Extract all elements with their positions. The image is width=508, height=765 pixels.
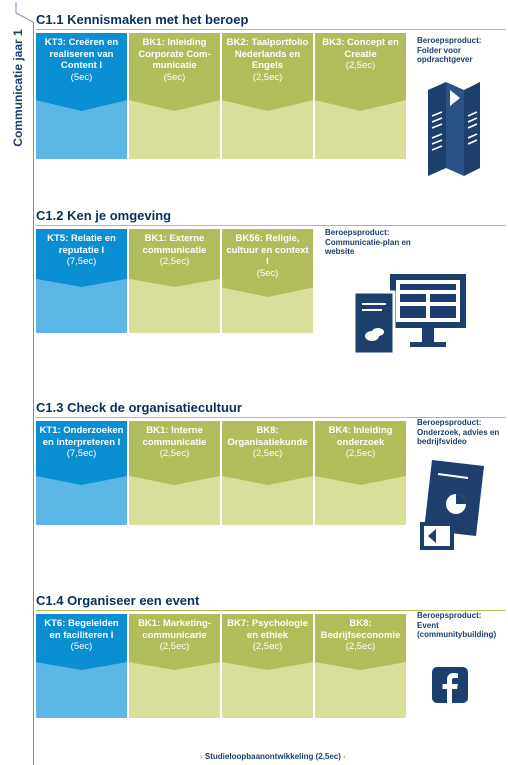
section-c1-4: C1.4 Organiseer een event KT6: Begeleide… (36, 593, 506, 718)
side-divider (33, 22, 34, 765)
side-label: Communicatie jaar 1 (11, 29, 25, 147)
section-title: C1.2 Ken je omgeving (36, 208, 172, 223)
course-column: KT5: Relatie en reputatie I(7,5ec) (36, 229, 127, 333)
course-column: KT3: Creëren en realiseren van Content I… (36, 33, 127, 159)
course-column: BK1: Externe communicatie(2,5ec) (129, 229, 220, 333)
course-label: BK7: Psychologie en ethiek(2,5ec) (227, 618, 308, 652)
section-rule (36, 610, 506, 611)
side-tab: Communicatie jaar 1 (0, 0, 34, 765)
footer-banner: › Studieloopbaanontwikkeling (2,5ec) ‹ (200, 752, 346, 761)
course-columns: KT1: Onderzoeken en interpreteren I(7,5e… (36, 421, 406, 525)
course-columns: KT3: Creëren en realiseren van Content I… (36, 33, 406, 159)
report-video-icon (420, 460, 484, 550)
course-label: BK1: Interne communicatie(2,5ec) (142, 425, 207, 459)
course-label: BK2: Taalportfolio Nederlands en Engels(… (226, 37, 309, 83)
facebook-icon (432, 667, 468, 703)
course-label: BK1: Inleiding Corporate Com-municatie(5… (138, 37, 211, 83)
course-label: KT6: Begeleiden en faciliteren I(5ec) (44, 618, 119, 652)
chevron-right-icon: › (200, 752, 203, 761)
footer-label: Studieloopbaanontwikkeling (2,5ec) (204, 752, 341, 761)
section-title: C1.4 Organiseer een event (36, 593, 200, 608)
product-text: Beroepsproduct: Onderzoek, advies en bed… (417, 418, 500, 446)
course-column: BK1: Marketing-communicarie(2,5ec) (129, 614, 220, 718)
course-column: BK7: Psychologie en ethiek(2,5ec) (222, 614, 313, 718)
course-columns: KT5: Relatie en reputatie I(7,5ec) BK1: … (36, 229, 313, 333)
course-label: BK8: Bedrijfseconomie(2,5ec) (320, 618, 401, 652)
course-label: BK8: Organisatiekunde(2,5ec) (227, 425, 308, 459)
tab-corner (15, 2, 34, 23)
course-column: BK8: Organisatiekunde(2,5ec) (222, 421, 313, 525)
course-column: BK56: Religie, cultuur en context I(5ec) (222, 229, 313, 333)
course-label: BK1: Marketing-communicarie(2,5ec) (138, 618, 211, 652)
product-text: Beroepsproduct: Folder voor opdrachtgeve… (417, 36, 482, 64)
course-label: KT5: Relatie en reputatie I(7,5ec) (47, 233, 116, 267)
section-c1-3: C1.3 Check de organisatiecultuur KT1: On… (36, 400, 506, 550)
course-column: BK1: Interne communicatie(2,5ec) (129, 421, 220, 525)
course-label: BK56: Religie, cultuur en context I(5ec) (226, 233, 309, 279)
section-rule (36, 225, 506, 226)
course-label: KT3: Creëren en realiseren van Content I… (44, 37, 119, 83)
course-column: BK1: Inleiding Corporate Com-municatie(5… (129, 33, 220, 159)
product-text: Beroepsproduct: Communicatie-plan en web… (325, 228, 411, 256)
course-label: KT1: Onderzoeken en interpreteren I(7,5e… (39, 425, 124, 459)
course-label: BK1: Externe communicatie(2,5ec) (142, 233, 207, 267)
course-column: BK3: Concept en Creatie(2,5ec) (315, 33, 406, 159)
chevron-left-icon: ‹ (343, 752, 346, 761)
section-c1-1: C1.1 Kennismaken met het beroep KT3: Cre… (36, 12, 506, 176)
section-rule (36, 29, 506, 30)
section-title: C1.3 Check de organisatiecultuur (36, 400, 242, 415)
course-columns: KT6: Begeleiden en faciliteren I(5ec) BK… (36, 614, 406, 718)
folder-icon (428, 82, 480, 176)
section-title: C1.1 Kennismaken met het beroep (36, 12, 249, 27)
course-column: KT1: Onderzoeken en interpreteren I(7,5e… (36, 421, 127, 525)
course-label: BK3: Concept en Creatie(2,5ec) (322, 37, 399, 71)
product-text: Beroepsproduct: Event (communitybuilding… (417, 611, 497, 639)
course-column: BK8: Bedrijfseconomie(2,5ec) (315, 614, 406, 718)
course-label: BK4: Inleiding onderzoek(2,5ec) (328, 425, 393, 459)
course-column: KT6: Begeleiden en faciliteren I(5ec) (36, 614, 127, 718)
website-icon (352, 274, 466, 356)
section-rule (36, 417, 506, 418)
section-c1-2: C1.2 Ken je omgeving KT5: Relatie en rep… (36, 208, 506, 356)
course-column: BK4: Inleiding onderzoek(2,5ec) (315, 421, 406, 525)
course-column: BK2: Taalportfolio Nederlands en Engels(… (222, 33, 313, 159)
